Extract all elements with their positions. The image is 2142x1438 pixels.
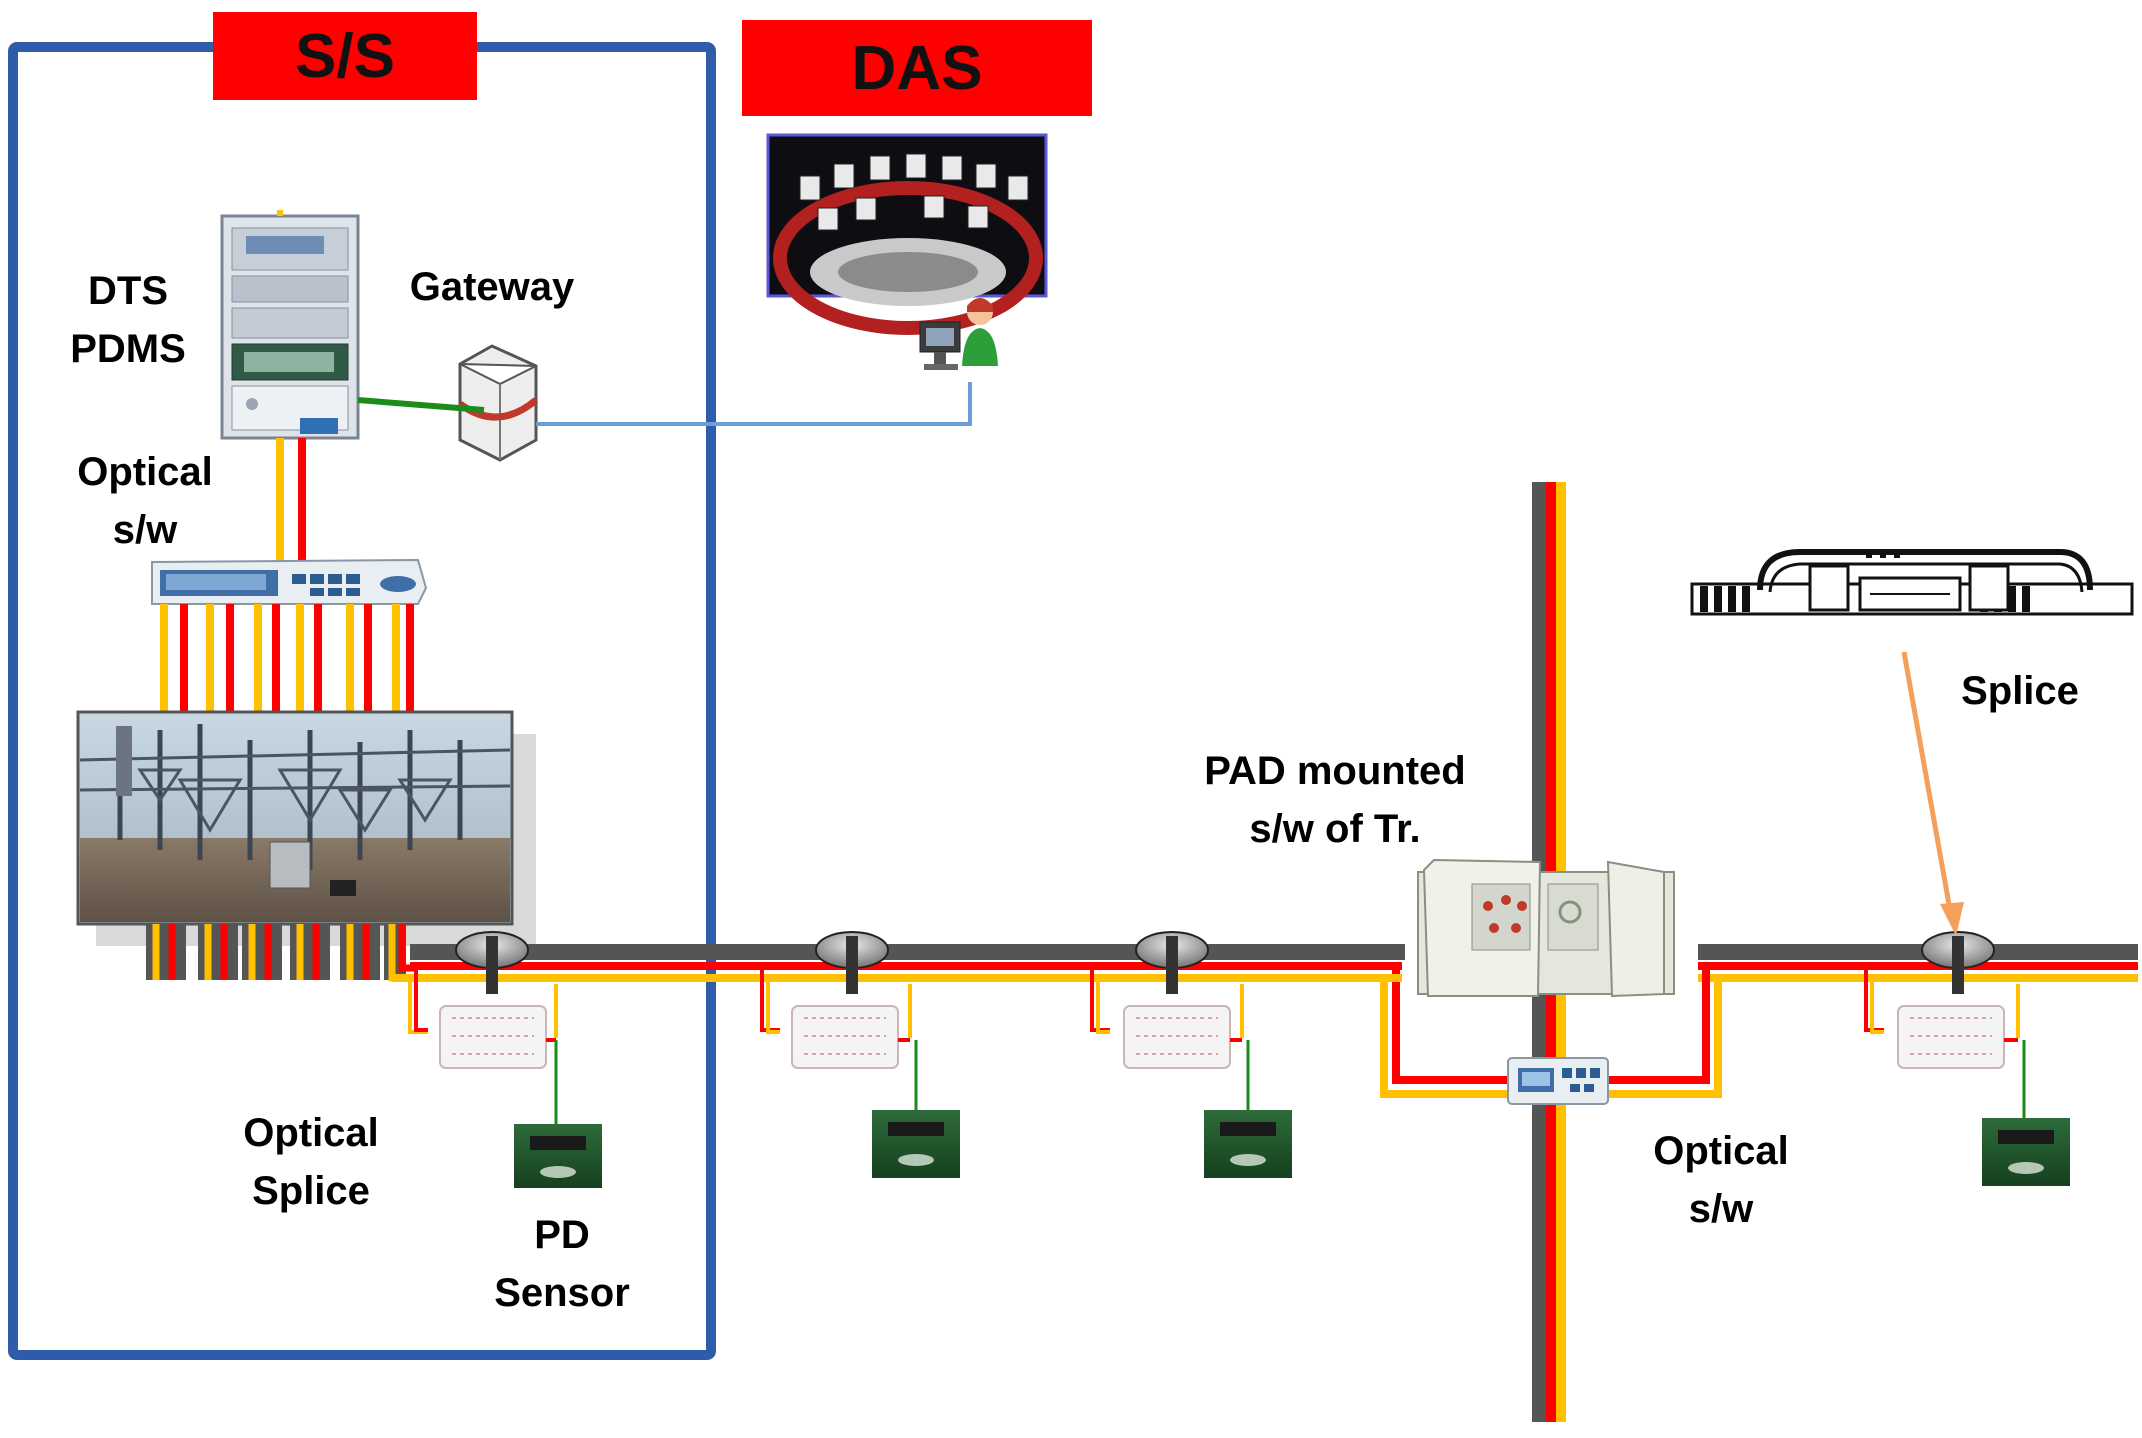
optical-splice-box-2 [760,966,912,1069]
optical-switch-pad [1507,1057,1609,1105]
label-optical-sw-top: Optical s/w [60,443,230,559]
label-pad-mounted: PAD mounted s/w of Tr. [1170,742,1500,858]
operator-workstation-icon [919,298,998,370]
splice-detail-drawing [1690,549,2134,616]
header-substation: S/S [213,12,477,100]
label-optical-splice-line1: Optical [243,1111,379,1155]
main-cable-right [1698,944,2138,982]
label-optical-splice: Optical Splice [226,1104,396,1220]
label-gateway-text: Gateway [409,265,575,309]
label-pad-mounted-line2: s/w of Tr. [1249,807,1421,851]
cabinet-gateway-link [357,397,485,413]
label-splice: Splice [1940,662,2100,720]
cabinet-to-switch-fibers [276,210,306,560]
splice-arrow [1901,651,1964,936]
dts-pdms-cabinet [220,214,360,440]
pad-switch-fiber-loop [1380,962,1722,1098]
switch-to-photo-fibers [160,604,414,714]
label-optical-sw-right: Optical s/w [1636,1122,1806,1238]
label-optical-sw-right-line2: s/w [1688,1187,1754,1231]
optical-switch-top [151,558,428,605]
main-cable-left [392,944,1405,982]
label-pad-mounted-line1: PAD mounted [1204,749,1466,793]
pad-mounted-switchgear [1417,858,1675,998]
gateway-device [457,344,539,462]
label-pd-sensor: PD Sensor [472,1206,652,1322]
substation-photo [76,710,536,946]
pd-sensor-2 [872,1110,960,1178]
optical-splice-box-4 [1864,966,2020,1069]
pd-sensor-4 [1982,1118,2070,1186]
label-gateway: Gateway [392,258,592,316]
header-das: DAS [742,20,1092,116]
label-dts-pdms-line2: PDMS [70,327,186,371]
optical-splice-box-3 [1090,966,1244,1069]
gateway-das-link [536,382,972,426]
label-optical-sw-right-line1: Optical [1653,1129,1789,1173]
label-optical-sw-top-line1: Optical [77,450,213,494]
das-control-room [766,133,1048,335]
label-splice-text: Splice [1961,669,2079,713]
label-optical-sw-top-line2: s/w [112,508,178,552]
pd-sensor-1 [514,1124,602,1188]
label-pd-sensor-line1: PD [534,1213,590,1257]
cable-splice-joints [455,931,1995,994]
label-pd-sensor-line2: Sensor [494,1271,630,1315]
label-dts-pdms: DTS PDMS [50,262,206,378]
label-optical-splice-line2: Splice [252,1169,370,1213]
pd-sensor-3 [1204,1110,1292,1178]
label-dts-pdms-line1: DTS [88,269,168,313]
photo-terminal-fibers [146,924,416,982]
optical-splice-box-1 [408,966,558,1069]
